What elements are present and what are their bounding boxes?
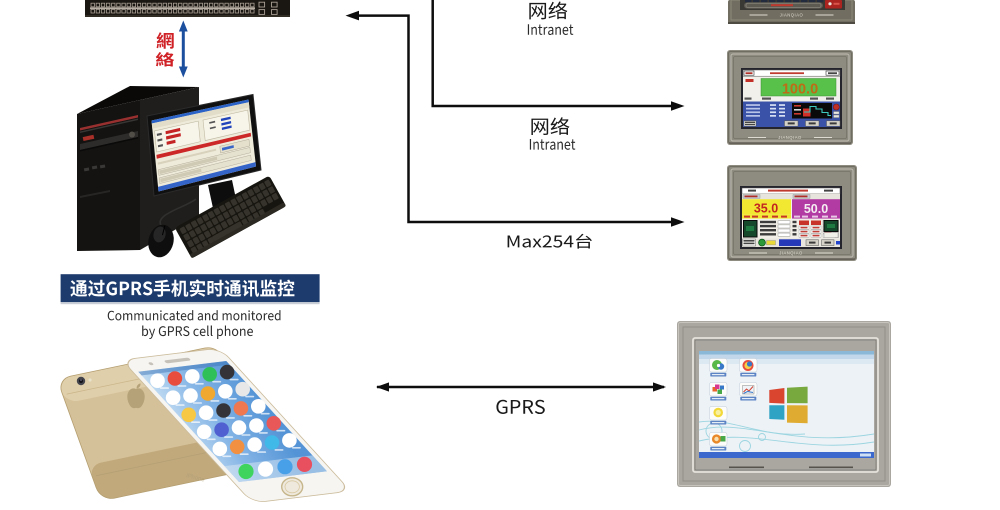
svg-text:JIANQIAO: JIANQIAO <box>778 135 802 140</box>
svg-text:iPhone: iPhone <box>186 473 206 484</box>
svg-text:50.0: 50.0 <box>804 202 828 216</box>
svg-text:100.0: 100.0 <box>782 82 818 98</box>
svg-text:JIANQIAO: JIANQIAO <box>779 251 803 256</box>
svg-text:35.0: 35.0 <box>754 201 778 215</box>
svg-text:JIANQIAO: JIANQIAO <box>780 13 804 18</box>
